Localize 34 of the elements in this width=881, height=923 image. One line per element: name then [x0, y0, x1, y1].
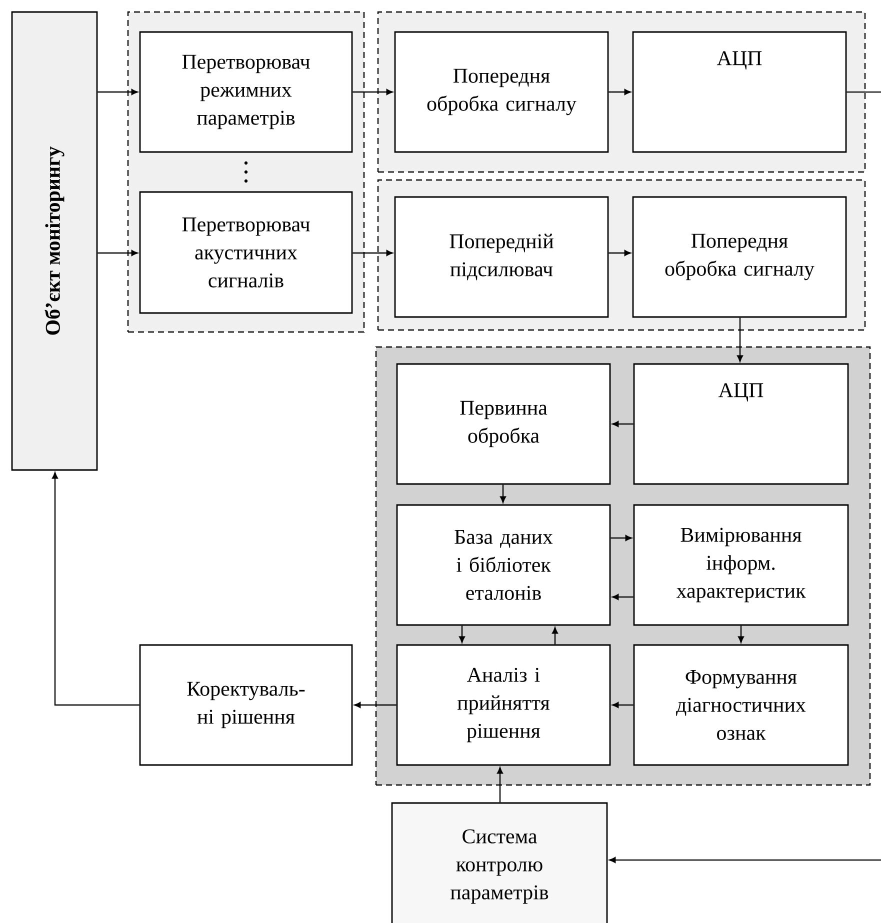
monitoring-object-box: Об’єкт моніторингу: [11, 11, 98, 471]
process-box: Вимірювання інформ. характеристик: [633, 504, 849, 626]
arrow: [98, 89, 138, 95]
process-box: АЦП: [633, 363, 849, 485]
arrow: [612, 594, 634, 600]
arrow: [352, 250, 393, 256]
process-box: Перетворювач акустичних сигналів: [139, 191, 353, 314]
arrow: [352, 89, 393, 95]
arrow: [612, 421, 634, 427]
process-box: Перетворювач режимних параметрів: [139, 31, 353, 153]
process-box: Попередня обробка сигналу: [394, 31, 609, 153]
process-box: АЦП: [632, 31, 847, 153]
process-box: Попередній підсилювач: [394, 196, 609, 318]
arrow: [552, 627, 558, 644]
process-box: Формування діагностичних ознак: [633, 644, 849, 766]
arrow: [610, 535, 632, 541]
arrow: [459, 626, 465, 643]
arrow: [612, 702, 634, 708]
arrow: [738, 626, 744, 643]
process-box: База даних і бібліотек еталонів: [396, 504, 611, 626]
arrow: [608, 250, 631, 256]
arrow: [609, 857, 881, 863]
arrow: [737, 318, 743, 362]
process-box: Аналіз і прийняття рішення: [396, 644, 611, 766]
process-box: Попередня обробка сигналу: [632, 196, 847, 318]
arrow: [608, 89, 631, 95]
arrow: [500, 484, 506, 503]
arrow: [98, 250, 138, 256]
arrow: [497, 767, 503, 802]
arrow: [354, 702, 396, 708]
process-box: Первинна обробка: [396, 363, 611, 485]
process-box: Система контролю параметрів: [391, 802, 608, 923]
arrow: [52, 472, 140, 706]
process-box: Коректуваль- ні рішення: [139, 644, 353, 766]
